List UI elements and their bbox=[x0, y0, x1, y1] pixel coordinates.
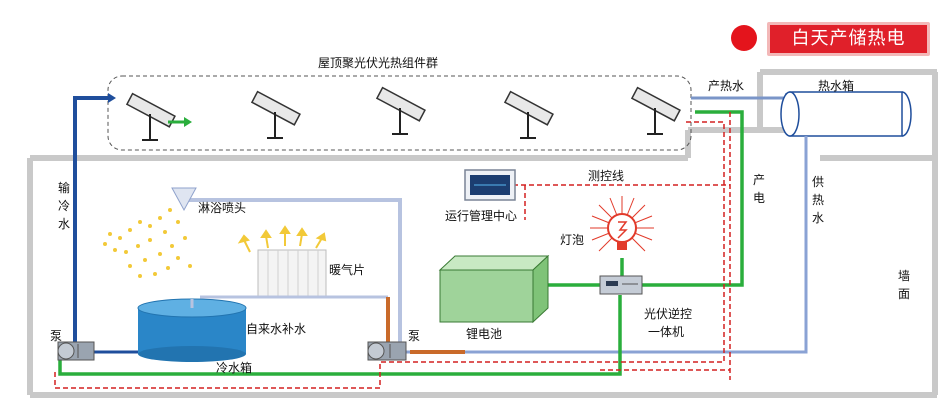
battery-label: 锂电池 bbox=[466, 326, 502, 341]
cold-tank-label: 冷水箱 bbox=[216, 360, 252, 375]
pv-panel bbox=[250, 90, 301, 139]
water-droplets bbox=[103, 208, 192, 278]
building-outline bbox=[27, 69, 938, 398]
inverter-controller bbox=[599, 275, 643, 295]
inverter-label-1: 光伏逆控 bbox=[644, 306, 692, 321]
supply-label-1: 供 bbox=[812, 175, 824, 189]
hot-water-out-label: 产热水 bbox=[708, 79, 744, 93]
pv-panel bbox=[125, 92, 176, 141]
supply-label-2: 热 bbox=[812, 193, 824, 207]
cold-feed-label-1: 输 bbox=[58, 180, 70, 195]
control-center-label: 运行管理中心 bbox=[445, 208, 517, 223]
power-line bbox=[58, 110, 744, 376]
hot-tank-label: 热水箱 bbox=[818, 78, 854, 93]
indicator-dot bbox=[731, 25, 757, 51]
flow-arrow-icon bbox=[168, 117, 192, 127]
mode-badge: 白天产储热电 bbox=[767, 22, 930, 56]
control-center-monitor bbox=[464, 169, 516, 201]
power-label-2: 电 bbox=[753, 191, 765, 205]
mode-badge-text: 白天产储热电 bbox=[791, 28, 906, 49]
pump-right bbox=[367, 341, 407, 361]
tap-water-label: 自来水补水 bbox=[246, 322, 306, 336]
cold-water-tank bbox=[137, 298, 247, 362]
pv-panel bbox=[503, 90, 554, 139]
lamp-label: 灯泡 bbox=[560, 233, 584, 247]
inverter-label-2: 一体机 bbox=[648, 325, 684, 339]
power-label-1: 产 bbox=[753, 173, 765, 187]
pump-left bbox=[57, 341, 95, 361]
supply-label-3: 水 bbox=[812, 211, 824, 225]
radiator-label: 暖气片 bbox=[329, 262, 365, 277]
battery bbox=[438, 254, 550, 324]
shower-head bbox=[171, 187, 402, 345]
wall-label-1: 墙 bbox=[898, 269, 910, 283]
control-line-label: 测控线 bbox=[588, 169, 624, 183]
pump-left-label: 泵 bbox=[50, 329, 62, 343]
control-line bbox=[54, 112, 731, 389]
supply-hot-water-pipe bbox=[400, 136, 808, 354]
bulb-icon bbox=[590, 196, 654, 252]
shower-label: 淋浴喷头 bbox=[198, 201, 246, 215]
arrow-icon bbox=[108, 93, 116, 103]
cold-feed-label-3: 水 bbox=[58, 217, 70, 231]
cold-feed-label-2: 冷 bbox=[58, 199, 70, 213]
radiator bbox=[237, 225, 327, 297]
wall-label-2: 面 bbox=[898, 287, 910, 301]
pv-array-label: 屋顶聚光伏光热组件群 bbox=[318, 56, 438, 70]
pv-panel bbox=[375, 86, 426, 135]
pv-panel bbox=[630, 86, 681, 135]
pump-right-label: 泵 bbox=[408, 329, 420, 343]
hot-water-tank bbox=[780, 91, 912, 137]
cold-water-pipe bbox=[73, 96, 108, 348]
